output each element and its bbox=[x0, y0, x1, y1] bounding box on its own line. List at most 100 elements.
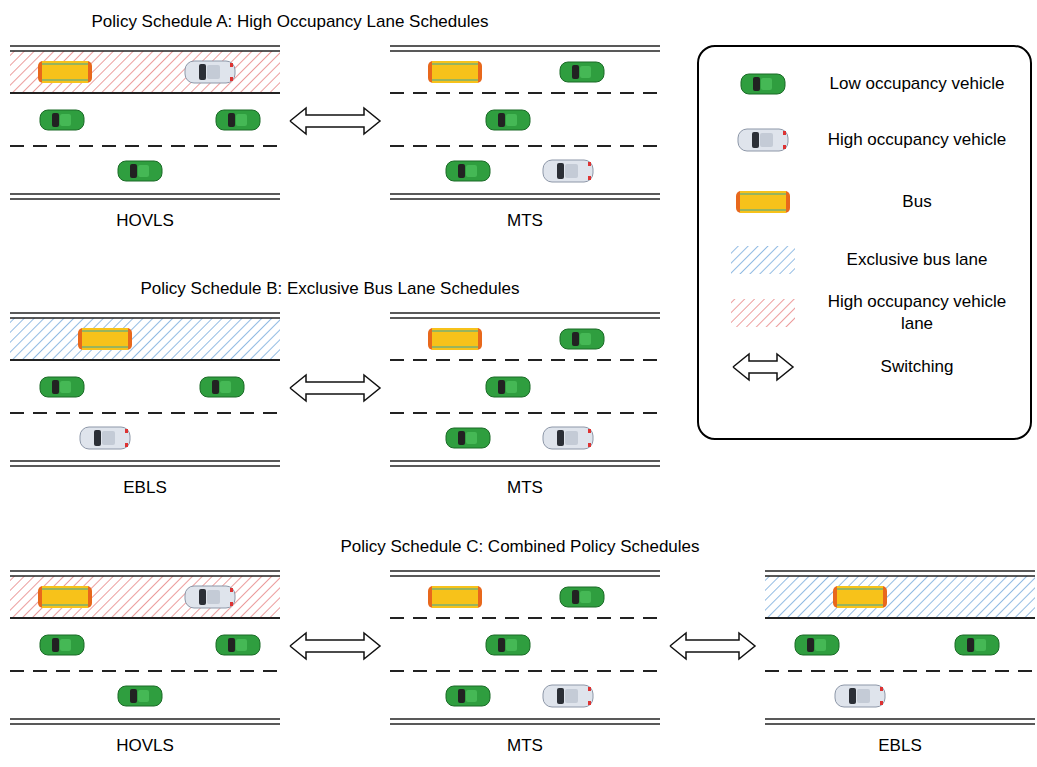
lane-divider bbox=[390, 92, 660, 94]
road-edge bbox=[390, 45, 660, 47]
schedule-title: Policy Schedule A: High Occupancy Lane S… bbox=[0, 12, 640, 32]
switching-arrow bbox=[670, 633, 755, 659]
road-label: MTS bbox=[390, 478, 660, 498]
legend-text: High occupancy vehicle lane bbox=[817, 291, 1017, 335]
road-label: MTS bbox=[390, 211, 660, 231]
bus-lane-hatch bbox=[10, 318, 280, 360]
road-edge bbox=[765, 718, 1035, 720]
road-edge bbox=[10, 193, 280, 195]
lane-divider bbox=[10, 92, 280, 94]
bus-icon bbox=[78, 328, 132, 350]
road-edge bbox=[10, 570, 280, 572]
road-illustration bbox=[390, 45, 660, 201]
low-occupancy-car-icon bbox=[446, 428, 490, 448]
low-occupancy-car-icon bbox=[486, 110, 530, 130]
lane-divider bbox=[390, 670, 660, 672]
road-edge bbox=[10, 312, 280, 314]
lane-divider bbox=[390, 617, 660, 619]
low-occupancy-car-icon bbox=[118, 686, 162, 706]
bus-lane-hatch bbox=[765, 576, 1035, 618]
bus-icon bbox=[736, 191, 790, 213]
road-edge bbox=[390, 198, 660, 200]
hov-lane-swatch bbox=[731, 299, 795, 327]
low-occupancy-car-icon bbox=[560, 62, 604, 82]
road-panel: MTS bbox=[390, 45, 660, 235]
bus-lane-swatch bbox=[731, 246, 795, 274]
lane-divider bbox=[10, 145, 280, 147]
low-occupancy-car-icon bbox=[40, 377, 84, 397]
road-label: MTS bbox=[390, 736, 660, 756]
road-edge bbox=[765, 575, 1035, 577]
lane-divider bbox=[10, 670, 280, 672]
road-edge bbox=[10, 317, 280, 319]
road-illustration bbox=[10, 45, 280, 201]
legend-symbols bbox=[699, 47, 1030, 438]
high-occupancy-car-icon bbox=[185, 586, 235, 608]
road-edge bbox=[10, 50, 280, 52]
high-occupancy-car-icon bbox=[185, 61, 235, 83]
low-occupancy-car-icon bbox=[200, 377, 244, 397]
lane-divider bbox=[390, 412, 660, 414]
low-occupancy-car-icon bbox=[446, 161, 490, 181]
road-panel: MTS bbox=[390, 312, 660, 502]
high-occupancy-car-icon bbox=[543, 160, 593, 182]
legend-text: Bus bbox=[817, 191, 1017, 213]
road-illustration bbox=[390, 570, 660, 726]
road-edge bbox=[390, 460, 660, 462]
low-occupancy-car-icon bbox=[216, 635, 260, 655]
legend-text: Low occupancy vehicle bbox=[817, 73, 1017, 95]
road-panel: EBLS bbox=[10, 312, 280, 502]
high-occupancy-car-icon bbox=[543, 427, 593, 449]
road-illustration bbox=[10, 570, 280, 726]
hov-lane-hatch bbox=[10, 576, 280, 618]
road-illustration bbox=[765, 570, 1035, 726]
high-occupancy-car-icon bbox=[80, 427, 130, 449]
road-edge bbox=[10, 575, 280, 577]
high-occupancy-car-icon bbox=[543, 685, 593, 707]
road-label: EBLS bbox=[765, 736, 1035, 756]
low-occupancy-car-icon bbox=[216, 110, 260, 130]
switching-arrow bbox=[290, 633, 380, 659]
bus-icon bbox=[428, 61, 482, 83]
road-edge bbox=[390, 317, 660, 319]
hov-lane-hatch bbox=[10, 51, 280, 93]
low-occupancy-car-icon bbox=[795, 635, 839, 655]
road-edge bbox=[10, 718, 280, 720]
low-occupancy-car-icon bbox=[560, 587, 604, 607]
road-edge bbox=[390, 312, 660, 314]
road-label: HOVLS bbox=[10, 211, 280, 231]
bus-icon bbox=[38, 61, 92, 83]
lane-divider bbox=[10, 359, 280, 361]
switching-arrow bbox=[290, 375, 380, 401]
low-occupancy-car-icon bbox=[40, 635, 84, 655]
lane-divider bbox=[10, 412, 280, 414]
low-occupancy-car-icon bbox=[118, 161, 162, 181]
schedule-title: Policy Schedule C: Combined Policy Sched… bbox=[170, 537, 870, 557]
road-illustration bbox=[10, 312, 280, 468]
road-edge bbox=[765, 570, 1035, 572]
switching-arrow bbox=[290, 108, 380, 134]
road-edge bbox=[390, 718, 660, 720]
road-edge bbox=[390, 50, 660, 52]
road-edge bbox=[10, 460, 280, 462]
road-edge bbox=[390, 465, 660, 467]
legend-text: High occupancy vehicle bbox=[817, 129, 1017, 151]
road-panel: EBLS bbox=[765, 570, 1035, 760]
road-label: HOVLS bbox=[10, 736, 280, 756]
high-occupancy-car-icon bbox=[835, 685, 885, 707]
bus-icon bbox=[38, 586, 92, 608]
switching-symbol bbox=[733, 354, 793, 380]
lane-divider bbox=[765, 617, 1035, 619]
road-edge bbox=[390, 575, 660, 577]
legend-text: Exclusive bus lane bbox=[817, 249, 1017, 271]
road-edge bbox=[10, 45, 280, 47]
low-occupancy-car-icon bbox=[560, 329, 604, 349]
low-occupancy-car-icon bbox=[40, 110, 84, 130]
road-label: EBLS bbox=[10, 478, 280, 498]
lane-divider bbox=[390, 145, 660, 147]
road-edge bbox=[10, 723, 280, 725]
road-panel: HOVLS bbox=[10, 45, 280, 235]
road-edge bbox=[390, 193, 660, 195]
road-edge bbox=[10, 198, 280, 200]
